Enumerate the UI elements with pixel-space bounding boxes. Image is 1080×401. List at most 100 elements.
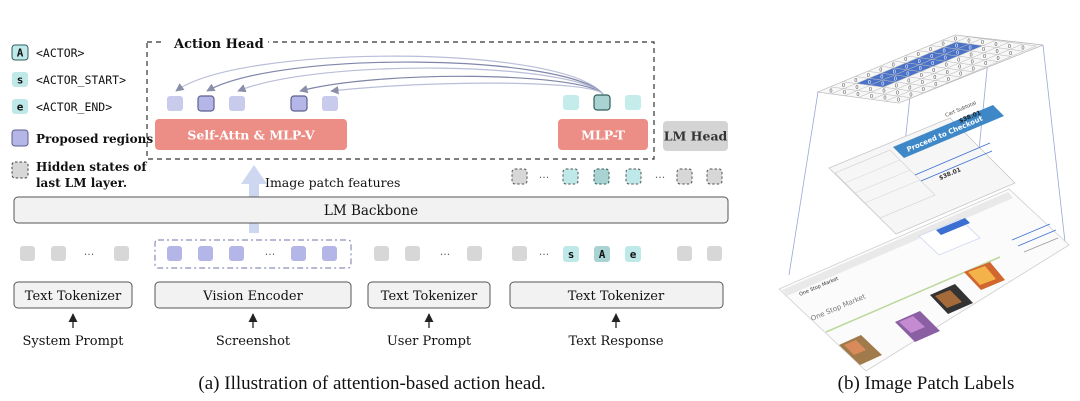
text-token	[20, 246, 35, 261]
cart-layer: Proceed to Checkout Cart Subtotal $38.01…	[828, 100, 1016, 235]
text-token	[114, 246, 129, 261]
grid-cell-value: 0	[957, 58, 960, 64]
legend-hidden-text-2: last LM layer.	[36, 176, 127, 190]
grid-cell-value: 0	[934, 82, 937, 88]
image-patch-token	[291, 246, 306, 261]
teal-token	[625, 95, 641, 110]
grid-cell-value: 0	[956, 51, 959, 57]
system-prompt-label: System Prompt	[23, 334, 125, 349]
lm-backbone-block	[13, 196, 729, 224]
image-patch-token	[322, 246, 337, 261]
grid-cell-value: 0	[920, 73, 923, 79]
ellipsis: ···	[539, 248, 550, 261]
actor-start-token	[563, 246, 579, 262]
text-token	[707, 246, 722, 261]
grid-cell-value: 0	[932, 68, 935, 74]
grid-cell	[1009, 43, 1037, 52]
grid-cell-value: 0	[908, 85, 911, 91]
region-token	[167, 96, 183, 111]
legend-actor-swatch	[11, 44, 29, 61]
attention-arc	[175, 55, 604, 95]
mlp-t-block	[558, 119, 648, 150]
screenshot-label: Screenshot	[216, 334, 291, 349]
image-patch-group	[154, 239, 352, 269]
grid-cell-value: 0	[879, 68, 882, 74]
legend-proposed-swatch	[11, 129, 29, 147]
grid-cell-value: 0	[855, 85, 858, 91]
grid-cell-value: 0	[843, 90, 846, 96]
grid-cell-value: 0	[929, 47, 932, 53]
legend-hidden-swatch	[11, 161, 29, 179]
response-text-tokenizer-block	[509, 281, 724, 309]
grid-cell-value: 0	[909, 92, 912, 98]
system-text-tokenizer-label: Text Tokenizer	[25, 289, 122, 304]
grid-cell-value: 0	[944, 56, 947, 62]
grid-cell-value: 0	[921, 80, 924, 86]
ellipsis: ···	[539, 171, 550, 184]
attention-arc	[330, 82, 604, 95]
legend-actor-glyph: A	[17, 47, 24, 60]
grid-cell-value: 0	[842, 83, 845, 89]
region-token-proposed	[197, 95, 215, 112]
legend-actor-end-swatch	[12, 99, 28, 114]
attention-arc	[237, 67, 604, 95]
grid-cell-value: 0	[881, 82, 884, 88]
region-token	[322, 96, 338, 111]
grid-cell-value: 0	[917, 52, 920, 58]
hidden-state-token	[676, 168, 693, 185]
grid-cell-value: 0	[829, 88, 832, 94]
encoder-blocks: Text Tokenizer Vision Encoder Text Token…	[13, 281, 724, 309]
input-arrows	[68, 313, 621, 328]
hidden-state-token	[706, 168, 723, 185]
grid-cell-value: 0	[945, 63, 948, 69]
grid-cell-value: 0	[959, 72, 962, 78]
lm-head-label: LM Head	[664, 129, 728, 144]
attention-arc	[206, 61, 604, 95]
user-text-tokenizer-label: Text Tokenizer	[381, 289, 478, 304]
grid-cell-value: 0	[947, 77, 950, 83]
legend-actor-start-swatch	[12, 72, 28, 87]
vision-encoder-block	[154, 281, 352, 309]
lm-head-block	[663, 121, 728, 151]
text-token	[51, 246, 66, 261]
grid-cell-value: 0	[971, 59, 974, 65]
grid-cell-value: 0	[994, 42, 997, 48]
grid-cell-value: 0	[982, 47, 985, 53]
grid-cell-value: 0	[954, 37, 957, 43]
grid-cell-value: 0	[1009, 51, 1012, 57]
grid-cell-value: 0	[941, 42, 944, 48]
action-head-frame	[146, 41, 655, 160]
hidden-states-row: ··· ···	[511, 168, 723, 185]
grid-cell-value: 0	[997, 56, 1000, 62]
grid-cell-value: 0	[919, 66, 922, 72]
text-token	[467, 246, 482, 261]
grid-cell-value: 0	[930, 54, 933, 60]
caption-a: (a) Illustration of attention-based acti…	[198, 373, 545, 394]
grid-cell-value: 0	[984, 61, 987, 67]
hidden-state-token	[593, 168, 610, 185]
grid-cell-value: 0	[1021, 46, 1024, 52]
caption-b: (b) Image Patch Labels	[838, 373, 1015, 394]
image-patch-labels-illustration: One Stop Market One Stop Market	[778, 34, 1070, 372]
legend-actor-text: <ACTOR>	[36, 46, 85, 60]
legend-hidden-text-1: Hidden states of	[36, 160, 147, 174]
grid-cell-value: 0	[869, 87, 872, 93]
grid-cell-value: 0	[995, 49, 998, 55]
user-text-tokenizer-block	[367, 281, 491, 309]
hidden-state-token	[511, 168, 528, 185]
grid-cell-value: 0	[968, 45, 971, 51]
region-token	[229, 96, 245, 111]
grid-cell-value: 0	[931, 61, 934, 67]
grid-cell-value: 0	[967, 38, 970, 44]
text-token	[374, 246, 389, 261]
image-patch-token	[167, 246, 182, 261]
actor-start-glyph: s	[568, 248, 575, 261]
self-attn-mlp-v-label: Self-Attn & MLP-V	[187, 128, 315, 143]
action-head: Action Head Self-Attn & MLP-V MLP-T	[146, 34, 655, 160]
attention-arcs	[175, 55, 604, 95]
grid-cell-value: 0	[867, 73, 870, 79]
text-response-label: Text Response	[568, 334, 663, 349]
screenshot-layer: One Stop Market One Stop Market	[778, 188, 1070, 372]
grid-cell-value: 0	[883, 96, 886, 102]
